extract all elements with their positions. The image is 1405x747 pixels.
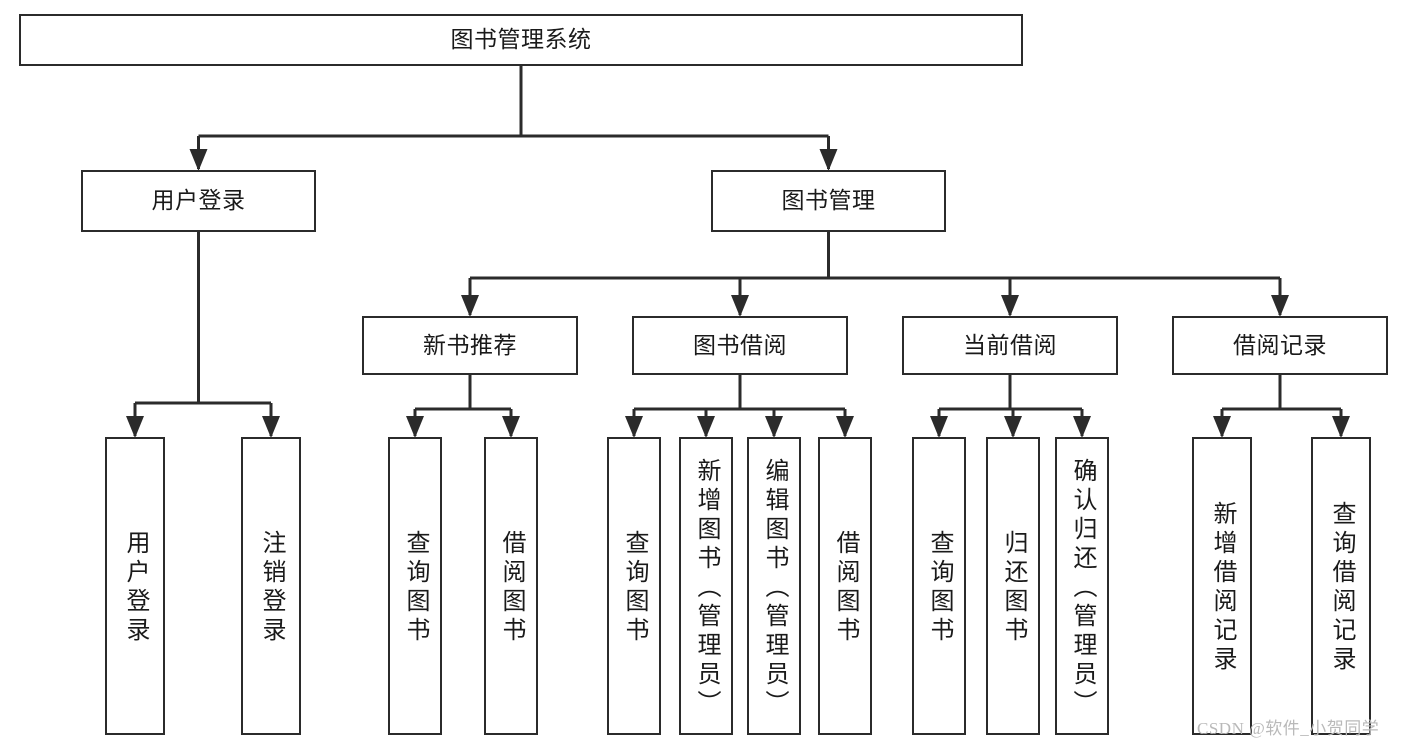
- node-borrow-record[interactable]: 借阅记录: [1172, 316, 1388, 375]
- node-label: 确认归还（管理员）: [1069, 458, 1096, 719]
- node-book-borrow[interactable]: 图书借阅: [632, 316, 848, 375]
- node-label: 注销登录: [258, 530, 285, 646]
- node-leaf-borrow-book-2[interactable]: 借阅图书: [818, 437, 872, 735]
- node-label: 查询借阅记录: [1328, 501, 1355, 675]
- node-leaf-query-book-1[interactable]: 查询图书: [388, 437, 442, 735]
- node-label: 用户登录: [151, 187, 246, 214]
- node-leaf-user-login[interactable]: 用户登录: [105, 437, 165, 735]
- node-new-book-recommend[interactable]: 新书推荐: [362, 316, 578, 375]
- node-label: 新增图书（管理员）: [693, 458, 720, 719]
- node-leaf-edit-book[interactable]: 编辑图书（管理员）: [747, 437, 801, 735]
- node-label: 借阅图书: [498, 530, 525, 646]
- node-root[interactable]: 图书管理系统: [19, 14, 1023, 66]
- node-leaf-add-record[interactable]: 新增借阅记录: [1192, 437, 1252, 735]
- node-label: 查询图书: [402, 530, 429, 646]
- node-leaf-query-book-2[interactable]: 查询图书: [607, 437, 661, 735]
- watermark-text: CSDN @软件_小贺同学: [1197, 719, 1380, 738]
- node-leaf-return-book[interactable]: 归还图书: [986, 437, 1040, 735]
- node-label: 查询图书: [621, 530, 648, 646]
- node-label: 借阅记录: [1233, 331, 1327, 358]
- node-label: 图书管理系统: [450, 26, 592, 53]
- node-leaf-borrow-book-1[interactable]: 借阅图书: [484, 437, 538, 735]
- node-label: 当前借阅: [963, 331, 1057, 358]
- node-current-borrow[interactable]: 当前借阅: [902, 316, 1118, 375]
- node-leaf-query-book-3[interactable]: 查询图书: [912, 437, 966, 735]
- node-label: 查询图书: [926, 530, 953, 646]
- node-label: 新书推荐: [423, 331, 517, 358]
- node-label: 图书借阅: [693, 331, 787, 358]
- node-book-manage[interactable]: 图书管理: [711, 170, 946, 232]
- node-leaf-confirm-return[interactable]: 确认归还（管理员）: [1055, 437, 1109, 735]
- node-label: 归还图书: [1000, 530, 1027, 646]
- node-label: 用户登录: [122, 530, 149, 646]
- node-leaf-logout[interactable]: 注销登录: [241, 437, 301, 735]
- node-label: 编辑图书（管理员）: [761, 458, 788, 719]
- node-leaf-add-book[interactable]: 新增图书（管理员）: [679, 437, 733, 735]
- node-user-login[interactable]: 用户登录: [81, 170, 316, 232]
- node-label: 借阅图书: [832, 530, 859, 646]
- node-label: 图书管理: [781, 187, 876, 214]
- node-leaf-query-record[interactable]: 查询借阅记录: [1311, 437, 1371, 735]
- node-label: 新增借阅记录: [1209, 501, 1236, 675]
